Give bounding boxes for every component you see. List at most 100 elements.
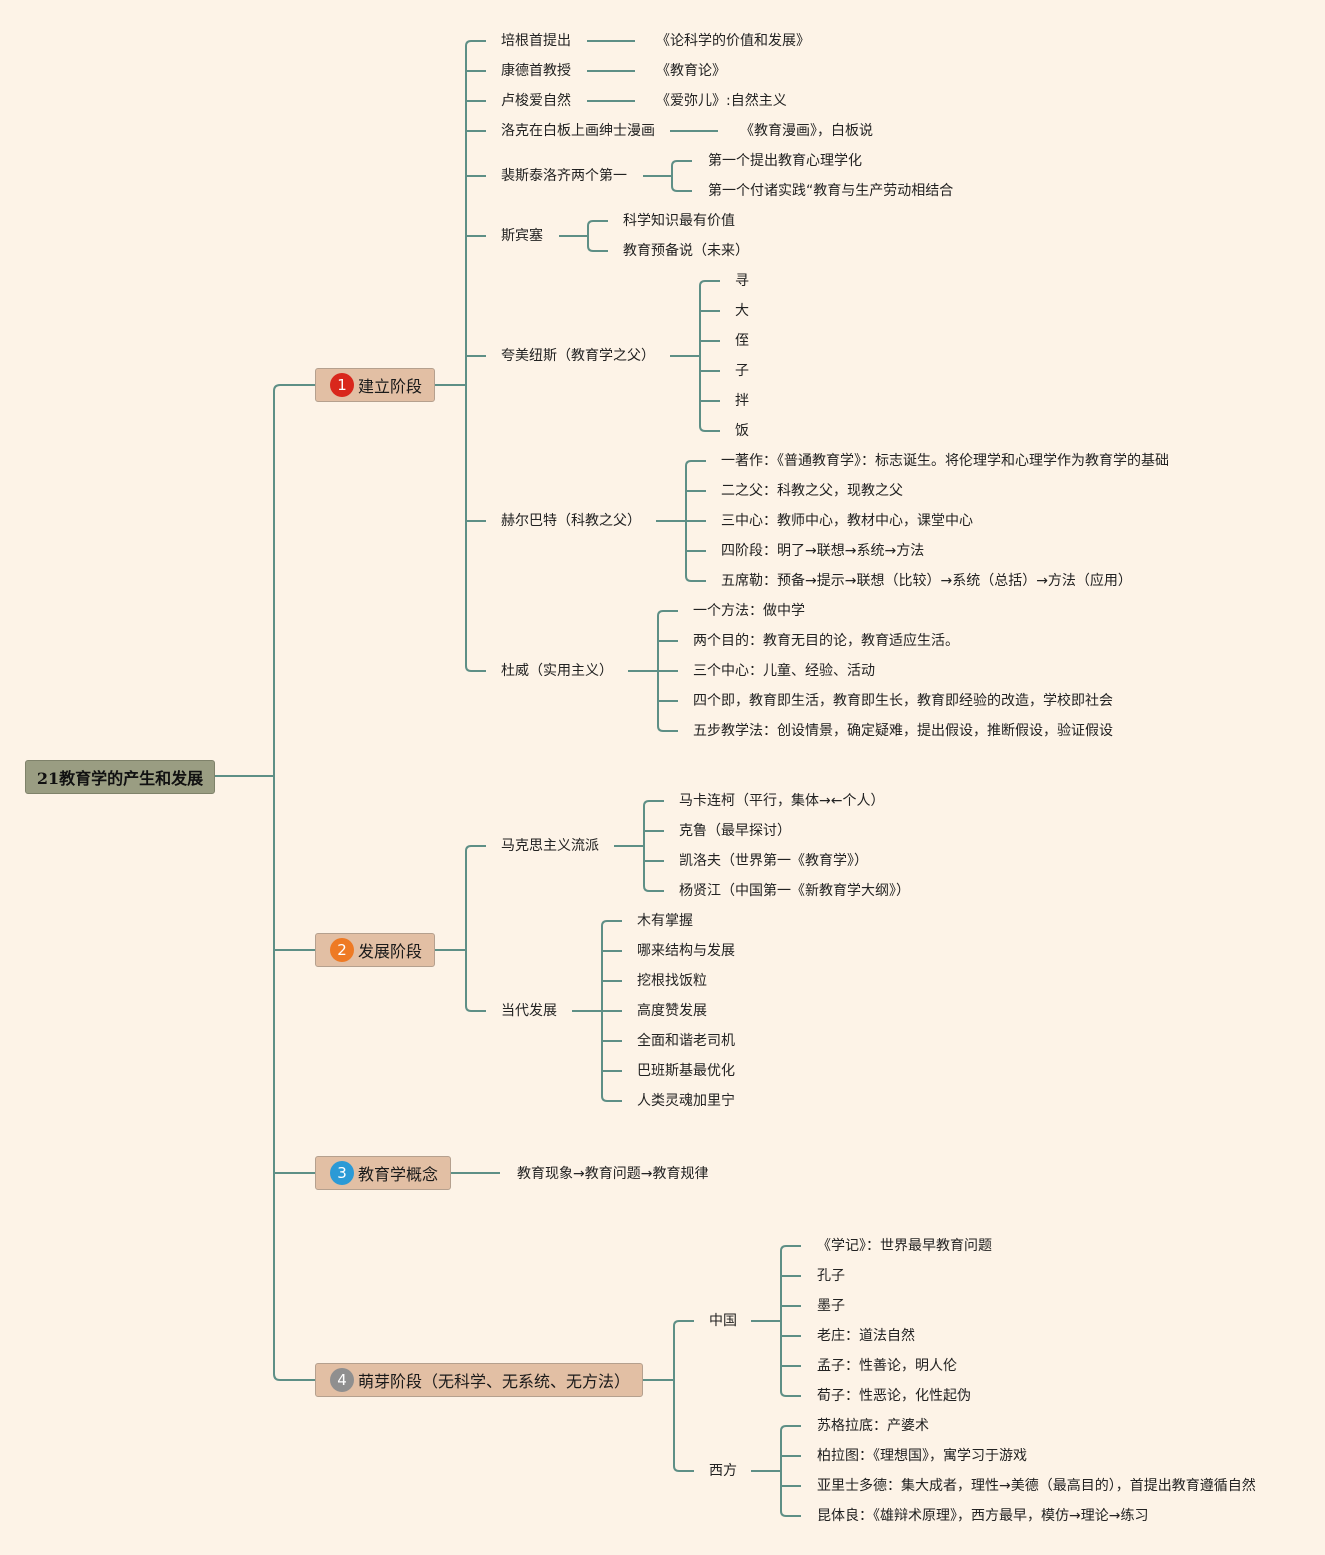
subtopic[interactable]: 西方 — [709, 1463, 737, 1479]
connector — [673, 1465, 694, 1472]
leaf-topic[interactable]: 马卡连柯（平行，集体→←个人） — [679, 793, 885, 809]
leaf-topic[interactable]: 拌 — [735, 393, 749, 409]
subtopic[interactable]: 教育现象→教育问题→教育规律 — [517, 1166, 709, 1182]
leaf-topic[interactable]: 孟子：性善论，明人伦 — [817, 1358, 957, 1374]
leaf-topic[interactable]: 《教育论》 — [656, 63, 726, 79]
leaf-topic[interactable]: 寻 — [735, 273, 749, 289]
connector — [601, 920, 622, 927]
subtopic[interactable]: 夸美纽斯（教育学之父） — [501, 348, 655, 364]
connector — [465, 665, 486, 672]
connector — [699, 425, 720, 432]
connector — [465, 1005, 486, 1012]
leaf-topic[interactable]: 《爱弥儿》:自然主义 — [656, 93, 787, 109]
leaf-topic[interactable]: 亚里士多德：集大成者，理性→美德（最高目的），首提出教育遵循自然 — [817, 1478, 1256, 1494]
priority-badge-icon: 3 — [330, 1161, 354, 1185]
connector — [685, 460, 706, 467]
connector — [643, 885, 664, 892]
leaf-topic[interactable]: 《论科学的价值和发展》 — [656, 33, 810, 49]
connector — [657, 610, 678, 617]
subtopic[interactable]: 马克思主义流派 — [501, 838, 599, 854]
connector — [780, 1510, 801, 1517]
connector — [601, 1095, 622, 1102]
branch-label: 萌芽阶段（无科学、无系统、无方法） — [358, 1372, 631, 1391]
leaf-topic[interactable]: 巴班斯基最优化 — [637, 1063, 735, 1079]
connector — [657, 725, 678, 732]
subtopic[interactable]: 裴斯泰洛齐两个第一 — [501, 168, 627, 184]
leaf-topic[interactable]: 克鲁（最早探讨） — [679, 823, 791, 839]
connector — [685, 575, 706, 582]
leaf-topic[interactable]: 《教育漫画》，白板说 — [740, 123, 873, 139]
leaf-topic[interactable]: 侄 — [735, 333, 749, 349]
leaf-topic[interactable]: 《学记》：世界最早教育问题 — [817, 1238, 992, 1254]
connector — [587, 245, 608, 252]
leaf-topic[interactable]: 四个即，教育即生活，教育即生长，教育即经验的改造，学校即社会 — [693, 693, 1113, 709]
leaf-topic[interactable]: 哪来结构与发展 — [637, 943, 735, 959]
leaf-topic[interactable]: 一著作：《普通教育学》：标志诞生。将伦理学和心理学作为教育学的基础 — [721, 453, 1169, 469]
connector — [273, 1373, 315, 1381]
connector — [465, 845, 486, 852]
connector — [643, 800, 664, 807]
leaf-topic[interactable]: 第一个提出教育心理学化 — [708, 153, 862, 169]
connector — [273, 384, 315, 392]
leaf-topic[interactable]: 大 — [735, 303, 749, 319]
leaf-topic[interactable]: 三中心：教师中心，教材中心，课堂中心 — [721, 513, 973, 529]
priority-badge-icon: 2 — [330, 938, 354, 962]
leaf-topic[interactable]: 高度赞发展 — [637, 1003, 707, 1019]
leaf-topic[interactable]: 子 — [735, 363, 749, 379]
subtopic[interactable]: 中国 — [709, 1313, 737, 1329]
leaf-topic[interactable]: 饭 — [735, 423, 749, 439]
subtopic[interactable]: 培根首提出 — [501, 33, 571, 49]
branch-label: 教育学概念 — [358, 1165, 439, 1184]
leaf-topic[interactable]: 四阶段：明了→联想→系统→方法 — [721, 543, 925, 559]
subtopic[interactable]: 斯宾塞 — [501, 228, 543, 244]
leaf-topic[interactable]: 人类灵魂加里宁 — [637, 1093, 735, 1109]
leaf-topic[interactable]: 墨子 — [817, 1298, 845, 1314]
connector — [671, 160, 692, 167]
branch-label: 建立阶段 — [358, 377, 423, 396]
root-topic[interactable]: 21教育学的产生和发展 — [25, 760, 215, 794]
leaf-topic[interactable]: 老庄：道法自然 — [817, 1328, 915, 1344]
leaf-topic[interactable]: 第一个付诸实践“教育与生产劳动相结合 — [708, 183, 954, 199]
priority-badge-icon: 1 — [330, 373, 354, 397]
leaf-topic[interactable]: 苏格拉底：产婆术 — [817, 1418, 929, 1434]
subtopic[interactable]: 杜威（实用主义） — [501, 663, 613, 679]
leaf-topic[interactable]: 一个方法：做中学 — [693, 603, 805, 619]
leaf-topic[interactable]: 科学知识最有价值 — [623, 213, 735, 229]
leaf-topic[interactable]: 柏拉图：《理想国》，寓学习于游戏 — [817, 1448, 1027, 1464]
subtopic[interactable]: 赫尔巴特（科教之父） — [501, 513, 641, 529]
connector — [780, 1425, 801, 1432]
leaf-topic[interactable]: 两个目的：教育无目的论，教育适应生活。 — [693, 633, 959, 649]
leaf-topic[interactable]: 木有掌握 — [637, 913, 693, 929]
subtopic[interactable]: 康德首教授 — [501, 63, 571, 79]
subtopic[interactable]: 卢梭爱自然 — [501, 93, 571, 109]
leaf-topic[interactable]: 昆体良：《雄辩术原理》，西方最早，模仿→理论→练习 — [817, 1508, 1149, 1524]
connector — [699, 280, 720, 287]
connector — [465, 40, 486, 47]
connector — [673, 1320, 694, 1327]
subtopic[interactable]: 洛克在白板上画绅士漫画 — [501, 123, 655, 139]
connector — [671, 185, 692, 192]
leaf-topic[interactable]: 教育预备说（未来） — [623, 243, 749, 259]
branch-label: 发展阶段 — [358, 942, 423, 961]
connector — [780, 1245, 801, 1252]
connector — [587, 220, 608, 227]
leaf-topic[interactable]: 三个中心：儿童、经验、活动 — [693, 663, 875, 679]
leaf-topic[interactable]: 挖根找饭粒 — [637, 973, 707, 989]
connector — [780, 1390, 801, 1397]
leaf-topic[interactable]: 五席勒：预备→提示→联想（比较）→系统（总括）→方法（应用） — [721, 573, 1132, 589]
subtopic[interactable]: 当代发展 — [501, 1003, 557, 1019]
leaf-topic[interactable]: 五步教学法：创设情景，确定疑难，提出假设，推断假设，验证假设 — [693, 723, 1113, 739]
leaf-topic[interactable]: 荀子：性恶论，化性起伪 — [817, 1388, 971, 1404]
leaf-topic[interactable]: 凯洛夫（世界第一《教育学》） — [679, 853, 868, 869]
leaf-topic[interactable]: 杨贤江（中国第一《新教育学大纲》） — [679, 883, 910, 899]
leaf-topic[interactable]: 全面和谐老司机 — [637, 1033, 735, 1049]
leaf-topic[interactable]: 二之父：科教之父，现教之父 — [721, 483, 903, 499]
priority-badge-icon: 4 — [330, 1368, 354, 1392]
leaf-topic[interactable]: 孔子 — [817, 1268, 845, 1284]
